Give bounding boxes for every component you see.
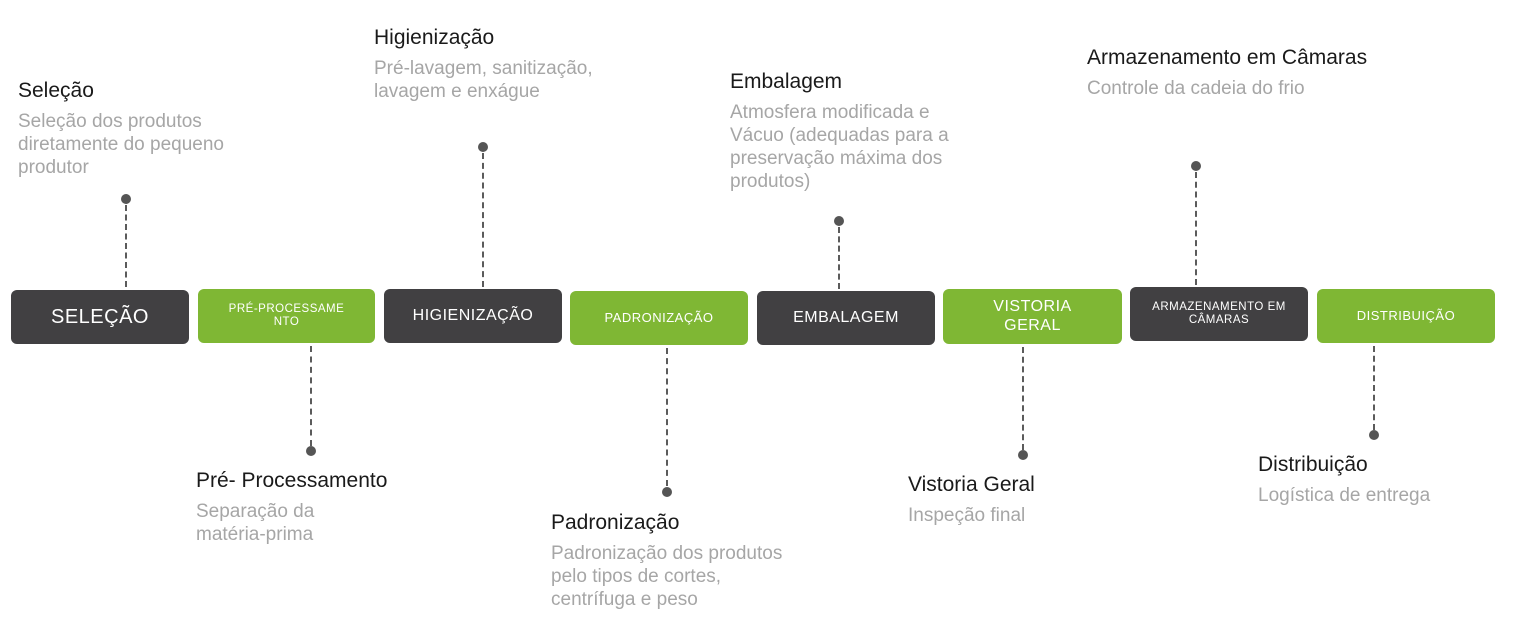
detail-title: Pré- Processamento <box>196 469 388 492</box>
step-vistoria-geral: VISTORIA GERAL <box>943 289 1122 344</box>
detail-description: Controle da cadeia do frio <box>1087 78 1305 99</box>
step-label: EMBALAGEM <box>793 308 899 326</box>
connector-dot <box>662 487 672 497</box>
step-pre-processamento: PRÉ-PROCESSAMENTO <box>198 289 375 343</box>
connector-line <box>1195 172 1197 285</box>
detail-pre-processamento: Pré- Processamento Separação da matéria-… <box>196 468 388 546</box>
step-label: DISTRIBUIÇÃO <box>1356 307 1456 323</box>
detail-description: Inspeção final <box>908 505 1026 526</box>
step-label: HIGIENIZAÇÃO <box>412 306 534 324</box>
step-label: PADRONIZAÇÃO <box>604 309 714 325</box>
connector-dot <box>121 194 131 204</box>
detail-title: Distribuição <box>1258 453 1368 476</box>
step-distribuicao: DISTRIBUIÇÃO <box>1317 289 1495 343</box>
detail-title: Padronização <box>551 511 680 534</box>
connector-dot <box>1018 450 1028 460</box>
step-higienizacao: HIGIENIZAÇÃO <box>384 289 562 343</box>
connector-dot <box>478 142 488 152</box>
detail-armazenamento: Armazenamento em Câmaras Controle da cad… <box>1087 45 1368 100</box>
step-padronizacao: PADRONIZAÇÃO <box>570 291 748 345</box>
detail-vistoria-geral: Vistoria Geral Inspeção final <box>908 472 1108 527</box>
detail-selecao: Seleção Seleção dos produtos diretamente… <box>18 78 248 179</box>
step-label: ARMAZENAMENTO EM CÂMARAS <box>1152 300 1286 326</box>
detail-description: Seleção dos produtos diretamente do pequ… <box>18 111 224 178</box>
detail-embalagem: Embalagem Atmosfera modificada e Vácuo (… <box>730 69 970 193</box>
connector-line <box>666 348 668 486</box>
connector-dot <box>1191 161 1201 171</box>
connector-line <box>310 346 312 446</box>
connector-dot <box>834 216 844 226</box>
step-label: VISTORIA GERAL <box>993 298 1072 334</box>
detail-description: Separação da matéria-prima <box>196 501 315 545</box>
detail-title: Embalagem <box>730 70 843 93</box>
detail-description: Logística de entrega <box>1258 485 1431 506</box>
step-label: PRÉ-PROCESSAMENTO <box>228 302 345 328</box>
detail-title: Seleção <box>18 79 94 102</box>
step-armazenamento: ARMAZENAMENTO EM CÂMARAS <box>1130 287 1308 341</box>
connector-dot <box>306 446 316 456</box>
connector-dot <box>1369 430 1379 440</box>
detail-description: Padronização dos produtos pelo tipos de … <box>551 543 783 610</box>
connector-line <box>1373 346 1375 430</box>
detail-title: Higienização <box>374 26 495 49</box>
detail-higienizacao: Higienização Pré-lavagem, sanitização, l… <box>374 25 599 103</box>
detail-distribuicao: Distribuição Logística de entrega <box>1258 452 1498 507</box>
step-label: SELEÇÃO <box>51 305 149 328</box>
connector-line <box>125 205 127 287</box>
step-embalagem: EMBALAGEM <box>757 291 935 345</box>
connector-line <box>1022 347 1024 450</box>
detail-title: Vistoria Geral <box>908 473 1035 496</box>
connector-line <box>838 227 840 289</box>
detail-description: Pré-lavagem, sanitização, lavagem e enxá… <box>374 58 593 102</box>
detail-padronizacao: Padronização Padronização dos produtos p… <box>551 510 801 611</box>
detail-description: Atmosfera modificada e Vácuo (adequadas … <box>730 102 949 192</box>
step-selecao: SELEÇÃO <box>11 290 189 344</box>
connector-line <box>482 153 484 287</box>
detail-title: Armazenamento em Câmaras <box>1087 46 1368 69</box>
